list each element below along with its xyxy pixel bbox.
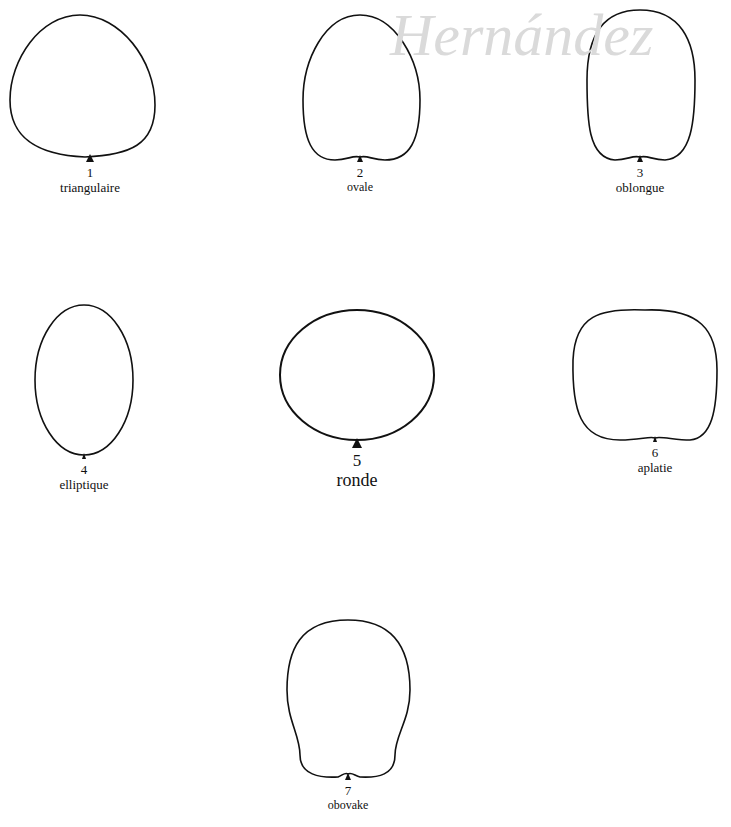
elliptic-outline: [35, 305, 133, 455]
stem: [352, 438, 362, 448]
watermark: Hernández: [390, 2, 653, 68]
round-outline: [280, 310, 434, 440]
triangular-outline: [10, 15, 155, 157]
flat-outline: [573, 310, 717, 440]
shape-number: 2: [357, 166, 364, 180]
shape-name: obovake: [328, 799, 369, 812]
stem: [82, 453, 86, 459]
shape-name: ovale: [347, 181, 373, 194]
shape-name: ronde: [337, 471, 378, 491]
stem: [637, 155, 643, 162]
stem: [345, 773, 351, 780]
shape-number: 3: [637, 166, 644, 180]
shape-number: 4: [81, 463, 88, 477]
stem: [357, 155, 363, 162]
shape-name: aplatie: [638, 461, 673, 475]
shape-number: 5: [353, 452, 362, 471]
shape-number: 1: [87, 166, 94, 180]
shape-name: elliptique: [59, 478, 108, 492]
shape-name: triangulaire: [60, 181, 120, 195]
shape-number: 6: [652, 446, 659, 460]
stem: [86, 154, 94, 162]
shape-number: 7: [345, 784, 352, 798]
shape-name: oblongue: [616, 181, 664, 195]
obovate-outline: [287, 620, 410, 777]
stem: [653, 436, 657, 442]
